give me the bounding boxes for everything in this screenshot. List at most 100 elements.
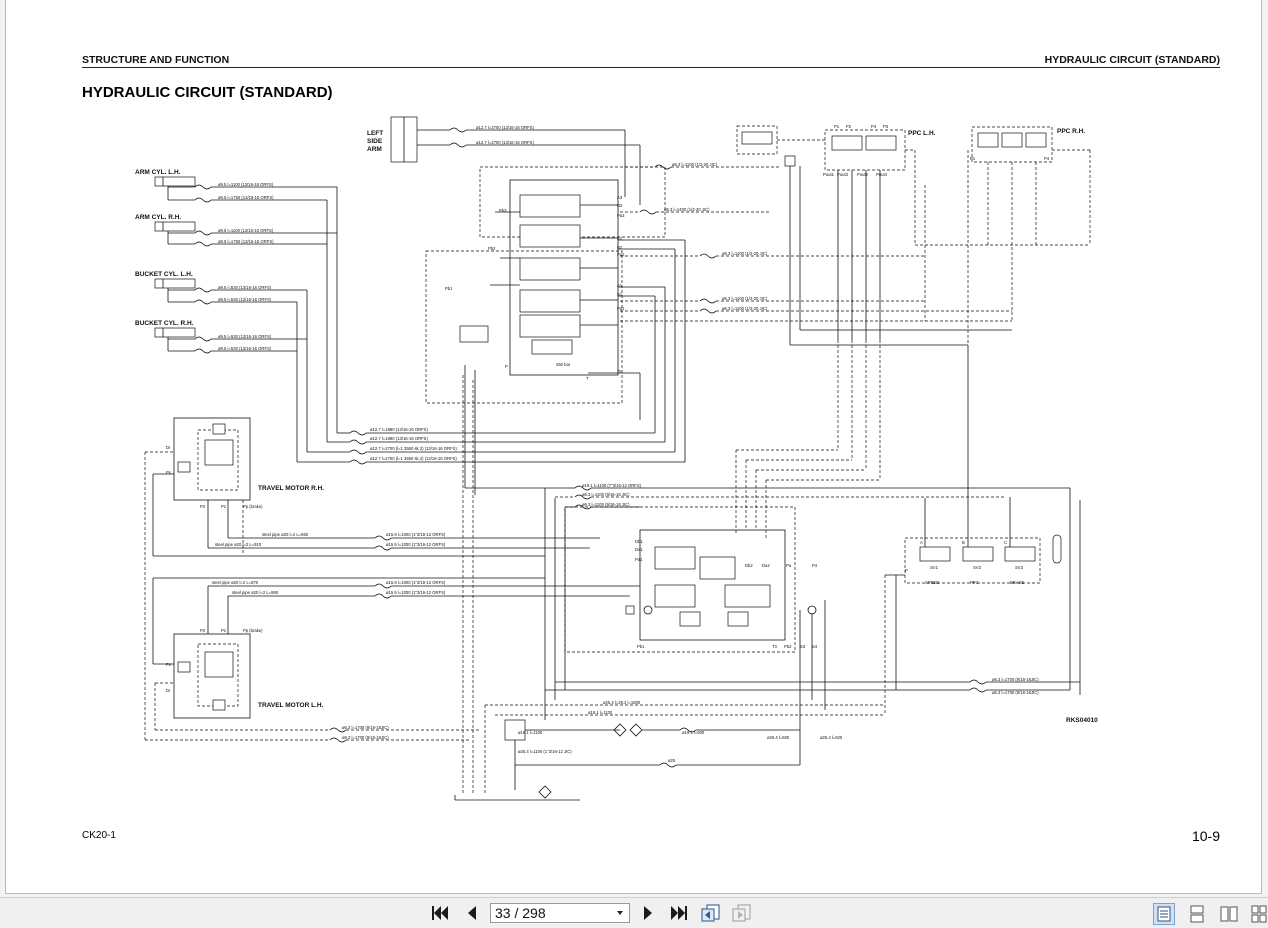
port-a2: A2 [617,236,623,241]
previous-page-icon [468,906,476,920]
steel-pipe-4: steel pipe ø20 l=2 L=860 [232,590,279,595]
hose-bucket-2: ø9.5 l=530 (13/16-16 ORFS) [218,297,272,302]
ppc-lh-p2: P2 [846,124,852,129]
sv1-label: SV1 [930,565,939,570]
tm-lh-pp: Pp (brake) [243,628,263,633]
port-s4: S4 [812,644,818,649]
hose-pp2: ø6.3 l=1100 (9/16-18 JIC) [582,492,630,497]
header-section: STRUCTURE AND FUNCTION [82,54,230,66]
hose-pilot-3: ø6.3 l=1100 (1/2-20 JIC) [722,251,768,256]
sv2-label: SV2 [973,565,982,570]
hose-pp1: ø19.1 l=1100 (7"3/16-12 ORFS) [582,483,642,488]
hose-travel-2: ø15.9 l=1000 (1"3/16-12 ORFS) [386,542,446,547]
page-number-selector[interactable]: 33 / 298 [490,903,630,923]
ppc-manifold [736,125,1012,346]
tm-rh-dr: Dr [166,445,171,450]
last-page-button[interactable] [667,902,689,924]
facing-view-button[interactable] [1218,903,1240,925]
travel-control-valve: Db1 Da1 Pa1 Db2 Da2 Pa P4 Pb1 T3 Pb2 S3 … [564,506,818,653]
port-b1: B1 [617,292,623,297]
hose-bottom-1: ø25.4 l=28.2 l=1800 [603,700,641,705]
bucket-cyl-rh-label: BUCKET CYL. R.H. [135,320,194,327]
hose-pilot-5: ø6.3 l=1100 (1/2-20 JIC) [722,306,768,311]
hose-travel-4: ø15.9 l=1000 (1"3/16-12 ORFS) [386,590,446,595]
ppc-rh-p1: P1 [970,156,976,161]
tm-rh-ps: Ps [166,470,171,475]
first-page-button[interactable] [430,902,452,924]
tm-rh-p2: P2 [200,504,206,509]
cylinder-trunk-lines: ø12.7 l=1980 (13/16-16 ORFS) ø12.7 l=198… [296,187,685,465]
hose-bottom-7: ø25.4 l=920 [820,735,843,740]
chevron-down-icon[interactable] [614,907,626,919]
travel-motor-lh-label: TRAVEL MOTOR L.H. [258,702,324,709]
port-s3: S3 [800,644,806,649]
tank-pump-area: ø25.4 l=28.2 l=1800 ø19.1 l=1100 ø19.1 l… [454,375,886,801]
port-p4-travel: P4 [812,563,818,568]
hose-pilot-2: ø6.3 l=1400 (1/2-20 JIC) [664,207,710,212]
sv-ppc-label: PPC [970,580,979,585]
solenoid-valve-block: A B C SV1 SV2 SV3 SPEED PPC BRAKE P RKS0… [885,345,1098,724]
page-number-display: 33 / 298 [495,905,546,921]
port-b2: B2 [617,245,623,250]
arm-cylinder-lh: ARM CYL. L.H. ø9.5 l=1100 (13/16-16 ORFS… [135,169,337,203]
next-page-button[interactable] [637,902,659,924]
port-b3: B3 [617,203,623,208]
hose-travel-1: ø15.9 l=1000 (1"3/16-12 ORFS) [386,532,446,537]
page-title: HYDRAULIC CIRCUIT (STANDARD) [82,84,333,101]
port-pa: Pa [786,563,792,568]
port-pb1: Pb1 [445,286,453,291]
port-pb3: Pb3 [499,208,507,213]
hose-bottom-3: ø19.1 l=1100 [588,710,613,715]
sv-port-c: C [1004,540,1007,545]
first-page-icon [432,906,448,920]
arm-cyl-rh-label: ARM CYL. R.H. [135,214,181,221]
ppc-rh: PPC R.H. P1 P4 [915,126,1091,345]
bucket-cyl-lh-label: BUCKET CYL. L.H. [135,271,193,278]
go-forward-view-button[interactable] [731,902,753,924]
hose-arm-4: ø9.5 l=1750 (13/16-16 ORFS) [218,239,274,244]
header-topic: HYDRAULIC CIRCUIT (STANDARD) [1044,54,1220,66]
port-a3: A3 [617,195,623,200]
previous-view-icon [701,904,720,922]
document-viewer[interactable]: STRUCTURE AND FUNCTION HYDRAULIC CIRCUIT… [0,0,1268,897]
single-page-icon [1157,906,1171,922]
tm-lh-ps: Ps [166,662,171,667]
port-pb1-travel: Pb1 [637,644,645,649]
left-side-arm-label-1: LEFT [367,130,383,137]
header-rule [82,67,1220,68]
port-pb2-travel: Pb2 [784,644,792,649]
continuous-view-button[interactable] [1186,903,1208,925]
sv3-label: SV3 [1015,565,1024,570]
hose-bottom-6: ø25.4 l=500 [767,735,790,740]
ppc-lh-p1: P1 [834,124,840,129]
hose-arm-2: ø9.5 l=1750 (13/16-16 ORFS) [218,195,274,200]
port-pb2: Pb2 [488,246,496,251]
port-t3: T3 [772,644,778,649]
hose-pp3: ø6.3 l=1100 (9/16-18 JIC) [582,502,630,507]
next-view-icon [732,904,751,922]
previous-page-button[interactable] [461,902,483,924]
reference-code: RKS04010 [1066,717,1098,724]
port-da2: Da2 [762,563,770,568]
hose-top-2: ø12.7 l=2700 (13/16-16 ORFS) [476,140,534,145]
viewer-toolbar [0,897,1268,928]
hose-mid-4: ø12.7 l=2700 (l=1 3550 sk.2) (13/16-16 O… [370,456,457,461]
port-da1: Da1 [635,547,643,552]
ppc-lh-p4: P4 [871,124,877,129]
sv-port-p: P [905,568,908,573]
tm-lh-p2: P2 [200,628,206,633]
page-number: 10-9 [1191,828,1220,844]
continuous-facing-view-button[interactable] [1249,903,1268,925]
hose-arm-3: ø9.5 l=1100 (13/16-16 ORFS) [218,228,274,233]
hose-bucket-3: ø9.5 l=530 (13/16-16 ORFS) [218,334,272,339]
go-back-view-button[interactable] [700,902,722,924]
travel-lines: ø19.1 l=1100 (7"3/16-12 ORFS) ø6.3 l=110… [544,483,1081,765]
ppc-lh-label: PPC L.H. [908,130,936,137]
document-code: CK20-1 [82,830,116,841]
single-page-view-button[interactable] [1153,903,1175,925]
ppc-lh-pout4: Pout4 [876,172,888,177]
continuous-page-icon [1190,905,1204,923]
hydraulic-circuit-diagram: LEFT SIDE ARM ø12.7 l=2700 (13/16-16 ORF… [135,116,1098,801]
continuous-facing-icon [1251,905,1266,923]
pilot-lines: ø6.3 l=1100 (1/2-20 JIC) ø6.3 l=1400 (1/… [620,162,1012,322]
